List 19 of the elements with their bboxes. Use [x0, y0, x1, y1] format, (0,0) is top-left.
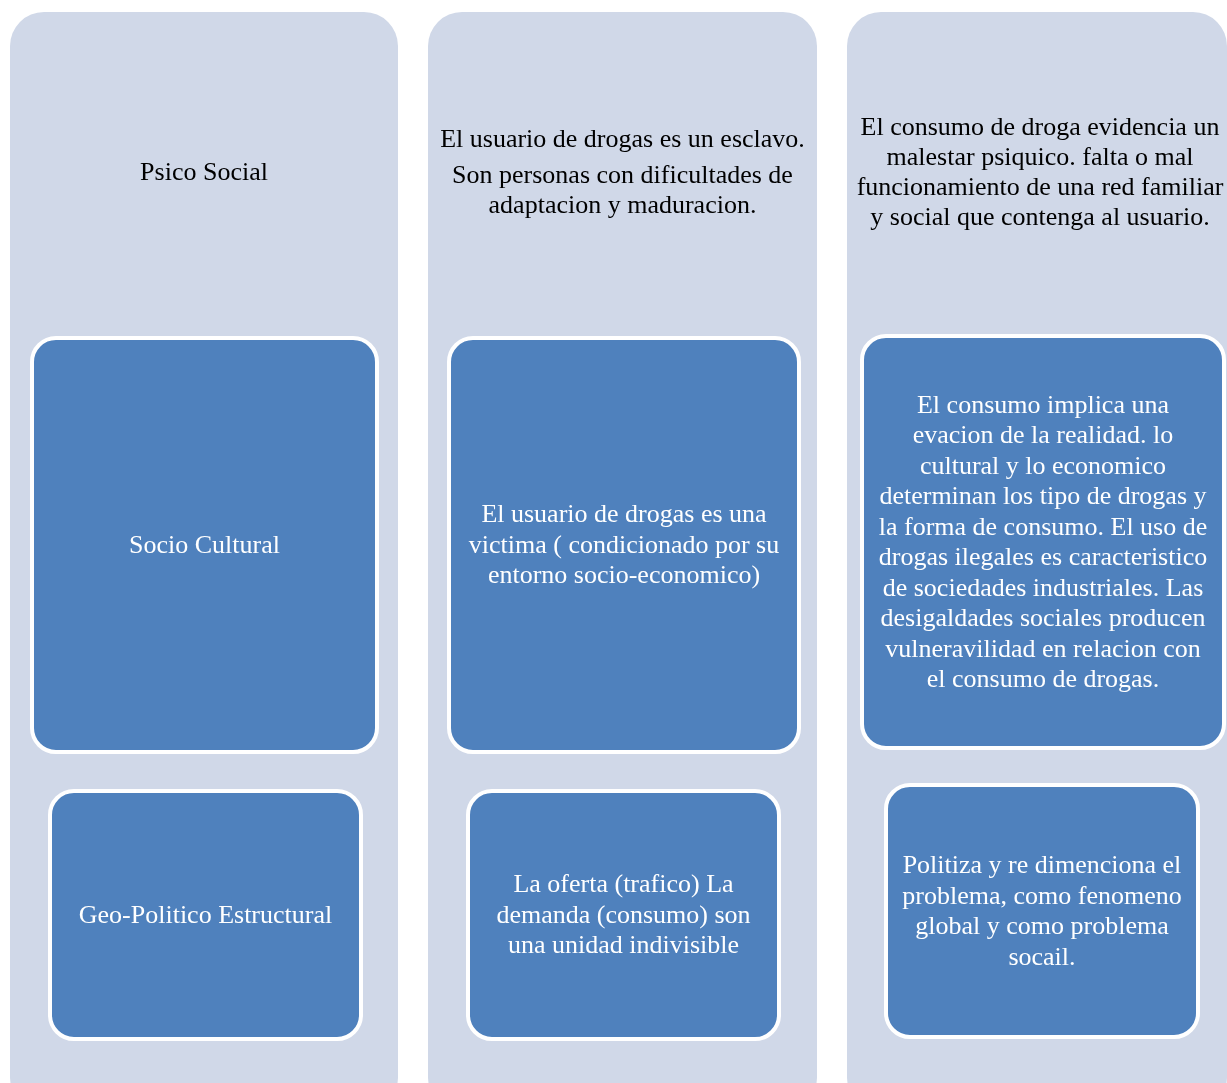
category-box [466, 789, 781, 1041]
box-text: La oferta (trafico) La demanda (consumo) son una unidad indivisible [495, 869, 752, 961]
column-band [847, 12, 1227, 1083]
box-text: El usuario de drogas es una victima ( condicionado por su entorno socio-economico) [467, 499, 781, 591]
column-heading: El usuario de drogas es un esclavo. [440, 124, 805, 154]
box-text: El consumo implica una evacion de la realidad. lo cultural y lo economico determinan los tipo de drogas y la forma de consumo. El uso de drogas ilegales es caracteristico de sociedades industriales. Las desigaldades sociales producen vulneravilidad en relacion con el consumo de drogas. [877, 389, 1209, 695]
column-heading: Son personas con dificultades de adaptacion y maduracion. [451, 160, 794, 220]
column-band [10, 12, 398, 1083]
column-band [428, 12, 817, 1083]
category-box [884, 783, 1200, 1039]
column-heading: Psico Social [140, 157, 268, 187]
category-box [30, 336, 379, 754]
box-text: Geo-Politico Estructural [78, 899, 333, 931]
category-box [860, 334, 1226, 750]
category-box [48, 789, 363, 1041]
box-text: Socio Cultural [129, 529, 280, 561]
category-box [447, 336, 801, 754]
column-heading: El consumo de droga evidencia un malestar psiquico. falta o mal funcionamiento de una red familiar y social que contenga al usuario. [855, 112, 1225, 232]
box-text: Politiza y re dimenciona el problema, como fenomeno global y como problema socail. [901, 850, 1183, 972]
